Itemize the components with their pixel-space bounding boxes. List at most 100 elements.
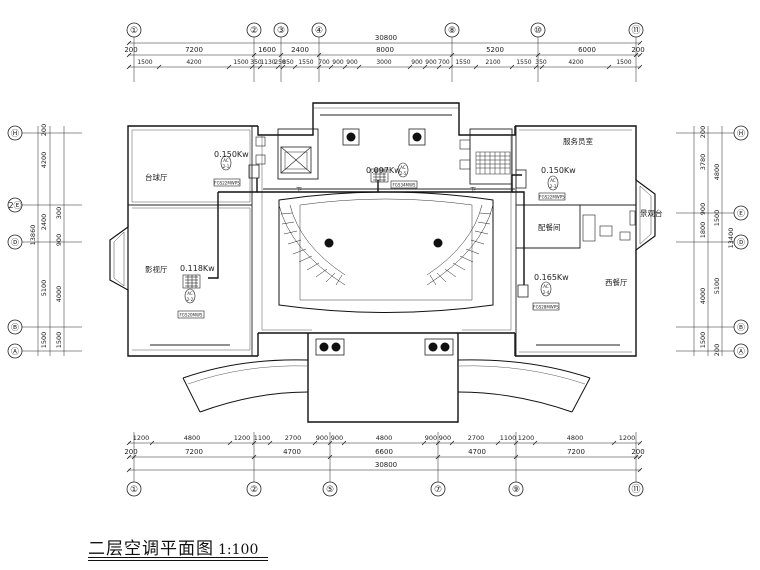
atrium-outline <box>278 191 494 313</box>
axis-label-bottom-11: ⑪ <box>631 484 640 495</box>
dim-right-0: 200 <box>699 126 707 138</box>
room-label-western-restaurant: 西餐厅 <box>605 278 628 287</box>
dim-top-r3-0: 1500 <box>137 59 152 66</box>
bottom-axis-bubbles <box>126 481 644 497</box>
dim-top-r3-12: 900 <box>411 59 423 66</box>
axis-label-top-4: ④ <box>315 26 323 36</box>
axis-label-left-H: Ⓗ <box>11 129 19 138</box>
axis-label-left-D: Ⓓ <box>11 238 19 247</box>
dim-left-5: 900 <box>55 234 63 246</box>
dim-top-r3-10: 900 <box>346 59 358 66</box>
ac-power-3: 0.150Kw <box>541 166 576 175</box>
elevator-inner <box>284 151 308 170</box>
axis-label-top-10: ⑩ <box>534 26 542 36</box>
dim-left-9: 1500 <box>55 332 63 349</box>
axis-label-bottom-9: ⑨ <box>512 485 520 495</box>
dim-right-7: 5100 <box>713 278 721 295</box>
room-label-billiards: 台球厅 <box>145 172 168 182</box>
bottom-dimension-ticks <box>126 440 643 473</box>
axis-label-left-B: Ⓑ <box>11 323 19 332</box>
dim-bot-r1-5: 900 <box>316 434 328 442</box>
dim-top-r3-18: 350 <box>535 59 547 66</box>
dim-left-3: 13860 <box>29 225 37 246</box>
right-axis-leaders <box>676 126 734 356</box>
left-axis-leaders <box>22 126 82 356</box>
dim-bot-r1-2: 1200 <box>234 434 251 442</box>
top-axis-leaders <box>133 37 637 82</box>
right-curved-stair <box>426 204 494 286</box>
dim-bot-r1-4: 2700 <box>285 434 302 442</box>
top-column-boxes <box>342 128 426 146</box>
dim-bot-r1-14: 1200 <box>619 434 636 442</box>
top-dimension-lines <box>128 42 641 68</box>
dim-top-r3-6: 850 <box>282 59 294 66</box>
dim-top-total: 30800 <box>375 34 397 42</box>
dim-top-r3-16: 2100 <box>485 59 500 66</box>
dim-bot-r1-7: 4800 <box>376 434 393 442</box>
dim-top-r2-7: 200 <box>631 46 644 54</box>
columns <box>324 238 443 248</box>
dim-bot-r1-11: 1100 <box>500 434 517 442</box>
ac-unit-hatched <box>182 168 389 289</box>
room-label-pantry: 配餐间 <box>538 223 561 232</box>
top-dimension-ticks <box>126 40 643 70</box>
dim-right-2: 4800 <box>713 164 721 181</box>
dim-top-r2-4: 8000 <box>376 46 394 54</box>
elevator-shaft <box>280 146 312 174</box>
atrium-inner <box>299 198 473 301</box>
dim-top-r3-8: 700 <box>318 59 330 66</box>
dim-top-r3-14: 700 <box>438 59 450 66</box>
ac-tag-4: AC <box>543 284 549 289</box>
ac-num-5: 2-5 <box>400 171 407 176</box>
dim-bot-r1-10: 2700 <box>468 434 485 442</box>
dim-left-6: 5100 <box>40 280 48 297</box>
dim-bot-r1-9: 900 <box>439 434 451 442</box>
dim-top-r2-6: 6000 <box>578 46 596 54</box>
dim-bot-r1-8: 900 <box>425 434 437 442</box>
room-label-terrace: 景观台 <box>640 208 663 218</box>
axis-label-top-8: ⑧ <box>448 26 456 36</box>
room-label-cinema: 影视厅 <box>145 264 168 274</box>
dim-top-r2-2: 1600 <box>258 46 276 54</box>
dim-top-r3-9: 900 <box>332 59 344 66</box>
dim-bot-r2-2: 4700 <box>283 448 301 456</box>
dim-top-r2-1: 7200 <box>185 46 203 54</box>
dim-left-0: 200 <box>40 124 48 136</box>
dim-top-r2-3: 2400 <box>291 46 309 54</box>
right-bay-window-inner <box>639 185 652 245</box>
left-curved-stair <box>278 204 346 286</box>
front-terrace-arc <box>182 359 591 413</box>
room-label-staff: 服务员室 <box>563 136 593 146</box>
dim-left-1: 4200 <box>40 152 48 169</box>
axis-label-bottom-7: ⑦ <box>434 485 442 495</box>
axis-label-top-2: ② <box>250 26 258 36</box>
ac-piping <box>208 174 525 285</box>
ac-tags <box>177 155 566 319</box>
dim-bot-r2-1: 7200 <box>185 448 203 456</box>
dim-top-r3-3: 350 <box>250 59 262 66</box>
dim-left-4: 300 <box>55 207 63 219</box>
dim-top-r2-5: 5200 <box>486 46 504 54</box>
dim-bot-total: 30800 <box>375 461 397 469</box>
dim-bot-r1-12: 1200 <box>518 434 535 442</box>
axis-label-bottom-1: ① <box>130 485 138 495</box>
dim-bot-r1-3: 1100 <box>254 434 271 442</box>
dim-right-10: 200 <box>713 344 721 356</box>
dim-right-5: 1800 <box>699 222 707 239</box>
bottom-dimension-lines <box>128 442 641 471</box>
dim-bot-r2-6: 200 <box>631 448 644 456</box>
axis-label-top-11: ⑪ <box>631 25 640 36</box>
stair-down-label-left: 下 <box>296 187 302 194</box>
dim-right-8: 4000 <box>699 288 707 305</box>
stair-down-label-right: 下 <box>470 187 476 194</box>
axis-label-left-A: Ⓐ <box>11 347 19 356</box>
interior-walls <box>128 114 636 356</box>
left-bay-window <box>109 225 129 292</box>
ac-model-3: FGS22MWPS <box>539 195 565 200</box>
dim-right-4: 1500 <box>713 210 721 227</box>
ac-model-5: FGS34MWS <box>393 183 416 188</box>
ac-num-4: 2-4 <box>543 290 550 295</box>
dim-top-r3-20: 1500 <box>616 59 631 66</box>
fixtures <box>255 136 636 242</box>
